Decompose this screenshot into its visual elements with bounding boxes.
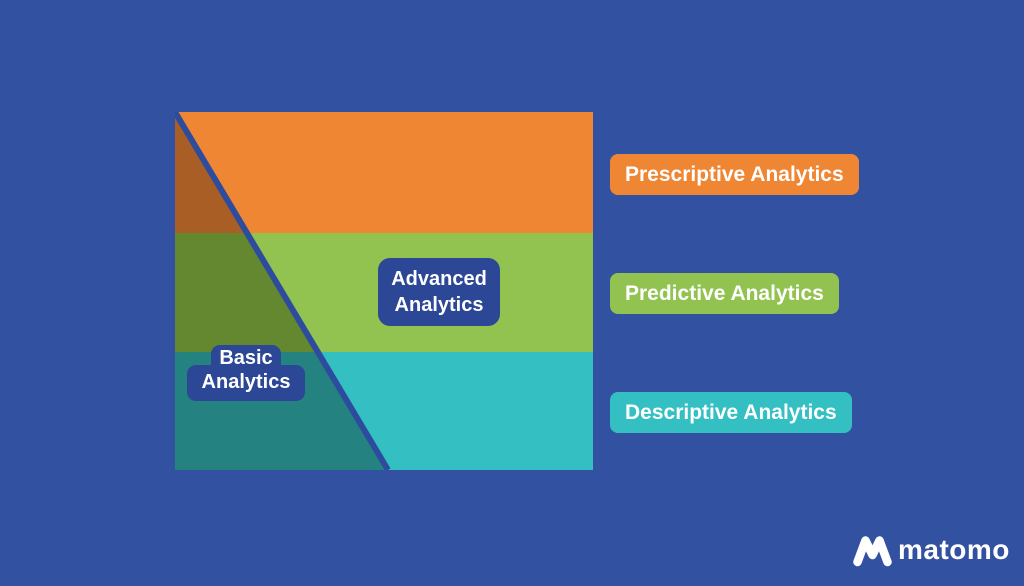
basic-analytics-box: Basic Analytics — [187, 345, 305, 401]
matomo-logo-text: matomo — [898, 534, 1010, 565]
basic-analytics-line2: Analytics — [187, 365, 305, 401]
matomo-m-icon — [853, 536, 892, 567]
advanced-analytics-line2: Analytics — [394, 294, 484, 316]
predictive-analytics-label: Predictive Analytics — [610, 273, 839, 314]
advanced-analytics-box: Advanced Analytics — [378, 258, 500, 326]
shaded-triangle-predictive — [175, 233, 318, 352]
matomo-logo: matomo — [852, 533, 1010, 567]
basic-analytics-line2-text: Analytics — [201, 371, 291, 393]
diagonal-divider-line — [175, 112, 391, 470]
prescriptive-analytics-label: Prescriptive Analytics — [610, 154, 859, 195]
basic-analytics-line1-text: Basic — [219, 347, 273, 369]
band-prescriptive — [175, 112, 593, 233]
descriptive-analytics-label: Descriptive Analytics — [610, 392, 852, 433]
advanced-analytics-line1: Advanced — [391, 268, 487, 290]
